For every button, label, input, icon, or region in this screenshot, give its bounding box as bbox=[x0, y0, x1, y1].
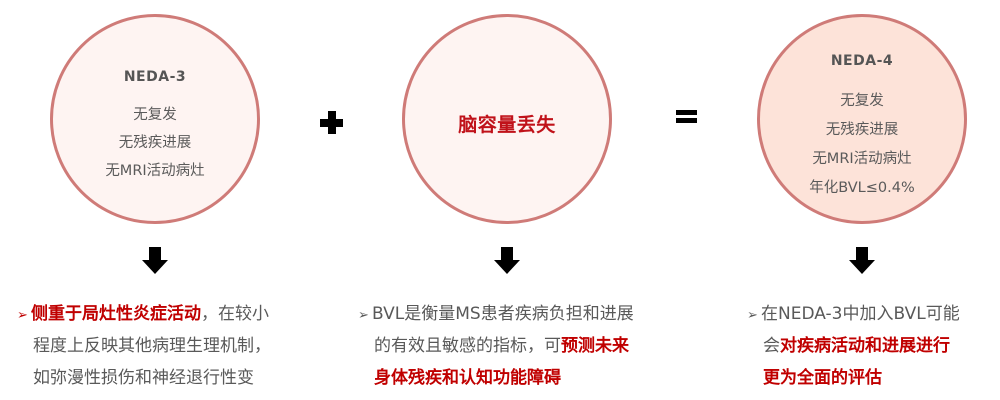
note-highlight: 预测未来 bbox=[561, 336, 629, 356]
neda4-criterion: 无复发 bbox=[840, 93, 884, 109]
arrow-head bbox=[142, 260, 168, 274]
note-line: ➢侧重于局灶性炎症活动，在较小 bbox=[17, 298, 271, 330]
neda3-note: ➢侧重于局灶性炎症活动，在较小 程度上反映其他病理生理机制， 如弥漫性损伤和神经… bbox=[17, 298, 271, 394]
arrow-bullet-icon: ➢ bbox=[358, 308, 369, 323]
neda3-criterion: 无MRI活动病灶 bbox=[105, 163, 205, 179]
equals-icon bbox=[676, 110, 697, 124]
note-text: BVL是衡量MS患者疾病负担和进展 bbox=[372, 304, 634, 324]
neda4-note: ➢在NEDA-3中加入BVL可能 会对疾病活动和进展进行 更为全面的评估 bbox=[747, 298, 960, 394]
note-line: 会对疾病活动和进展进行 bbox=[763, 330, 960, 362]
note-highlight: 侧重于局灶性炎症活动 bbox=[31, 304, 201, 324]
arrow-shaft bbox=[856, 247, 868, 261]
note-text: 会 bbox=[763, 336, 780, 356]
note-highlight: 身体残疾和认知功能障碍 bbox=[374, 368, 561, 388]
brain-volume-loss-label: 脑容量丢失 bbox=[458, 114, 556, 136]
arrow-head bbox=[494, 260, 520, 274]
neda4-circle: NEDA-4 无复发 无残疾进展 无MRI活动病灶 年化BVL≤0.4% bbox=[757, 14, 967, 224]
arrow-shaft bbox=[501, 247, 513, 261]
note-text: 的有效且敏感的指标，可 bbox=[374, 336, 561, 356]
arrow-bullet-icon: ➢ bbox=[17, 308, 28, 323]
note-highlight: 更为全面的评估 bbox=[763, 368, 882, 388]
down-arrow-icon bbox=[494, 247, 520, 274]
bvl-note: ➢BVL是衡量MS患者疾病负担和进展 的有效且敏感的指标，可预测未来 身体残疾和… bbox=[358, 298, 634, 394]
note-line: 更为全面的评估 bbox=[763, 362, 960, 394]
note-line: 如弥漫性损伤和神经退行性变 bbox=[33, 368, 254, 388]
arrow-bullet-icon: ➢ bbox=[747, 308, 758, 323]
neda3-criterion: 无复发 bbox=[133, 107, 177, 123]
arrow-head bbox=[849, 260, 875, 274]
note-line: ➢在NEDA-3中加入BVL可能 bbox=[747, 298, 960, 330]
note-line: ➢BVL是衡量MS患者疾病负担和进展 bbox=[358, 298, 634, 330]
neda4-criterion: 无残疾进展 bbox=[825, 122, 899, 138]
neda4-criterion: 无MRI活动病灶 bbox=[812, 151, 912, 167]
plus-icon bbox=[320, 111, 343, 134]
note-line: 的有效且敏感的指标，可预测未来 bbox=[374, 330, 634, 362]
note-line: 程度上反映其他病理生理机制， bbox=[33, 336, 271, 356]
neda3-circle: NEDA-3 无复发 无残疾进展 无MRI活动病灶 bbox=[50, 14, 260, 224]
note-text: ，在较小 bbox=[201, 304, 269, 324]
neda4-title: NEDA-4 bbox=[830, 53, 894, 69]
neda3-criterion: 无残疾进展 bbox=[118, 135, 192, 151]
note-line: 身体残疾和认知功能障碍 bbox=[374, 362, 634, 394]
neda3-criteria: 无复发 无残疾进展 无MRI活动病灶 bbox=[53, 101, 257, 185]
note-text: 在NEDA-3中加入BVL可能 bbox=[761, 304, 960, 324]
note-highlight: 对疾病活动和进展进行 bbox=[780, 336, 950, 356]
down-arrow-icon bbox=[142, 247, 168, 274]
down-arrow-icon bbox=[849, 247, 875, 274]
neda4-criterion: 年化BVL≤0.4% bbox=[809, 180, 915, 196]
arrow-shaft bbox=[149, 247, 161, 261]
neda4-criteria: 无复发 无残疾进展 无MRI活动病灶 年化BVL≤0.4% bbox=[760, 87, 964, 203]
neda3-title: NEDA-3 bbox=[123, 69, 187, 85]
brain-volume-loss-circle: 脑容量丢失 bbox=[402, 14, 612, 224]
